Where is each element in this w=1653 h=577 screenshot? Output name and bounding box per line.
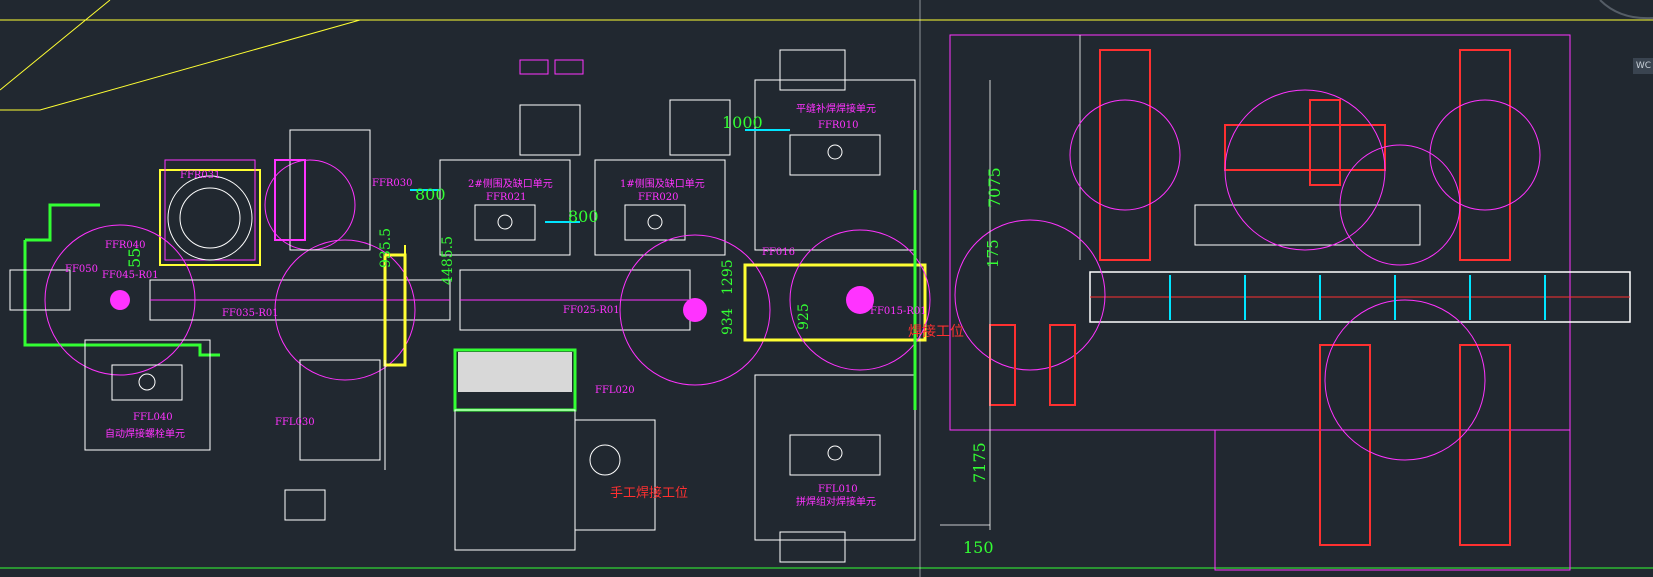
label-ffl040: FFL040: [133, 412, 173, 423]
label-red-note: 手工焊接工位: [610, 485, 688, 501]
dim-4485: 4485.5: [440, 236, 456, 285]
label-ff025: FF025-R01: [563, 305, 620, 316]
label-ffr020: FFR020: [638, 192, 679, 203]
label-ffr031: FFR031: [180, 170, 221, 181]
label-ffl030: FFL030: [275, 417, 315, 428]
dim-55: 55: [125, 248, 144, 268]
label-ff050: FF050: [65, 264, 98, 275]
label-ffr021: FFR021: [486, 192, 527, 203]
label-ffr030: FFR030: [372, 178, 413, 189]
right-area: [940, 34, 1631, 571]
station-labels: FFR031 FFR030 FFR040 FF050 FF045-R01 FF0…: [65, 102, 964, 508]
label-ffr020-title: 1#侧围及缺口单元: [620, 177, 705, 190]
label-red-station: 焊接工位: [908, 323, 964, 340]
dim-934: 934: [720, 308, 736, 335]
dim-935: 935.5: [378, 228, 394, 268]
label-ffr040: FFR040: [105, 240, 146, 251]
dim-800b: 800: [568, 207, 599, 226]
cyan-accents: [410, 129, 1546, 320]
label-ffl020: FFL020: [595, 385, 635, 396]
label-ffr010-title: 平缝补焊焊接单元: [796, 102, 876, 115]
middle-cells: [439, 59, 771, 551]
label-ff035: FF035-R01: [222, 308, 279, 319]
label-ffl040-title: 自动焊接螺栓单元: [105, 427, 185, 440]
label-ff045: FF045-R01: [102, 270, 159, 281]
dim-800a: 800: [415, 185, 446, 204]
dim-150: 150: [963, 538, 994, 557]
center-column: [743, 0, 931, 577]
dim-1000: 1000: [722, 113, 763, 132]
label-ffl010: FFL010: [818, 484, 858, 495]
left-cell: [9, 129, 451, 521]
dim-925: 925: [796, 303, 812, 330]
view-cube-tab[interactable]: WC: [1633, 58, 1653, 74]
label-ffr010: FFR010: [818, 120, 859, 131]
dimension-labels: 800 800 1000 55 4485.5 935.5 1295 934 92…: [125, 113, 1004, 557]
label-ffr021-title: 2#侧围及缺口单元: [468, 177, 553, 190]
dim-7075: 7075: [985, 167, 1004, 208]
dim-175: 175: [984, 239, 1002, 268]
dim-7175: 7175: [970, 442, 989, 483]
label-ff016: FF016: [762, 247, 795, 258]
label-ffl010-title: 拼焊组对焊接单元: [796, 495, 876, 508]
dim-1295: 1295: [720, 259, 736, 295]
label-ff015: FF015-R01: [870, 306, 927, 317]
